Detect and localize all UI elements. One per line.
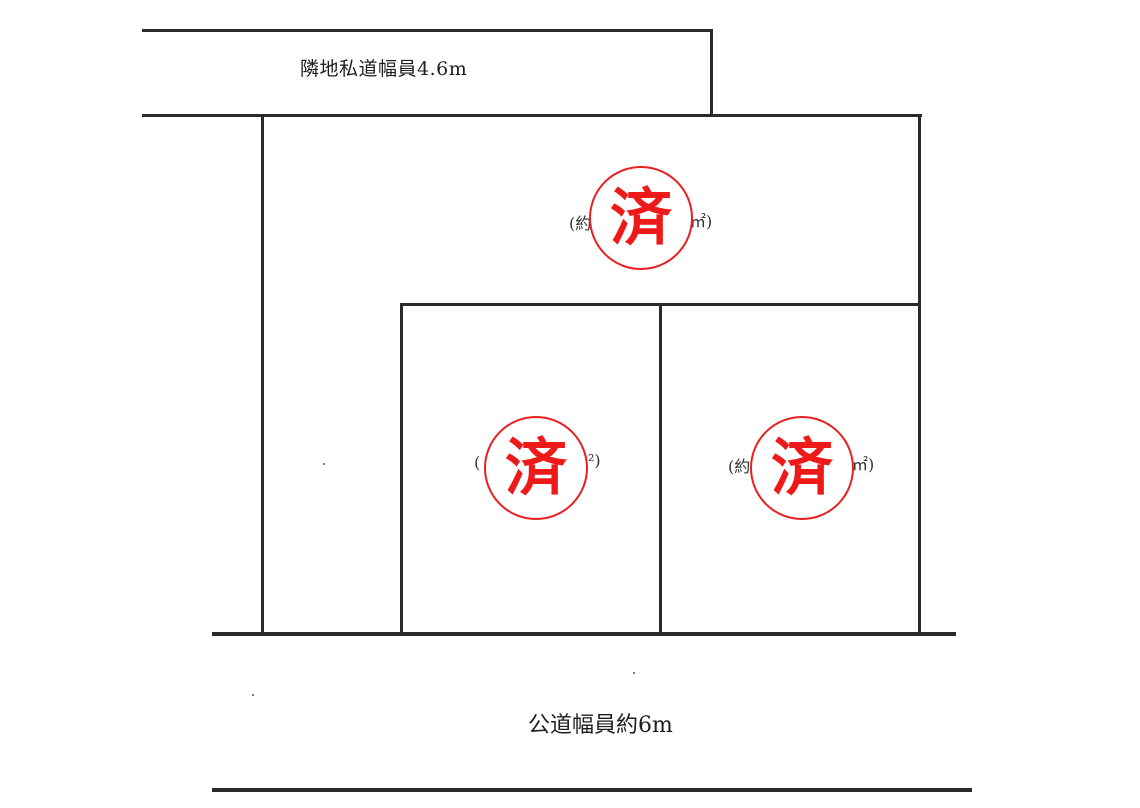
scan-speck — [323, 463, 325, 465]
public-road-top-edge — [212, 632, 956, 636]
scan-speck — [252, 694, 254, 696]
parcel-right-edge — [918, 115, 921, 636]
private-road-right-edge — [710, 29, 713, 116]
sold-stamp: 済 — [589, 166, 693, 270]
sold-stamp: 済 — [750, 416, 854, 520]
private-road-top-edge — [142, 29, 713, 32]
sold-stamp: 済 — [484, 416, 588, 520]
parcel-left-edge — [261, 115, 264, 636]
private-road-label: 隣地私道幅員4.6m — [300, 58, 468, 80]
lot-area-text-right: ²) — [588, 451, 601, 470]
public-road-bottom-edge — [212, 788, 972, 792]
lot-area-text-left: (約 — [728, 457, 751, 476]
lot-divider-horizontal — [400, 303, 921, 306]
sold-stamp-glyph: 済 — [770, 431, 833, 504]
sold-stamp-glyph: 済 — [504, 431, 567, 504]
lot-area-text-left: ( — [474, 453, 481, 472]
lot-divider-middle — [659, 305, 662, 636]
lot-divider-left — [400, 303, 403, 636]
private-road-bottom-edge — [142, 114, 922, 117]
lot-area-text-right: ㎡) — [690, 212, 713, 231]
lot-area-text-left: (約 — [569, 214, 592, 233]
lot-area-text-right: ㎡) — [852, 455, 875, 474]
scan-speck — [633, 672, 635, 674]
public-road-label: 公道幅員約6m — [528, 713, 673, 738]
sold-stamp-glyph: 済 — [609, 181, 672, 254]
